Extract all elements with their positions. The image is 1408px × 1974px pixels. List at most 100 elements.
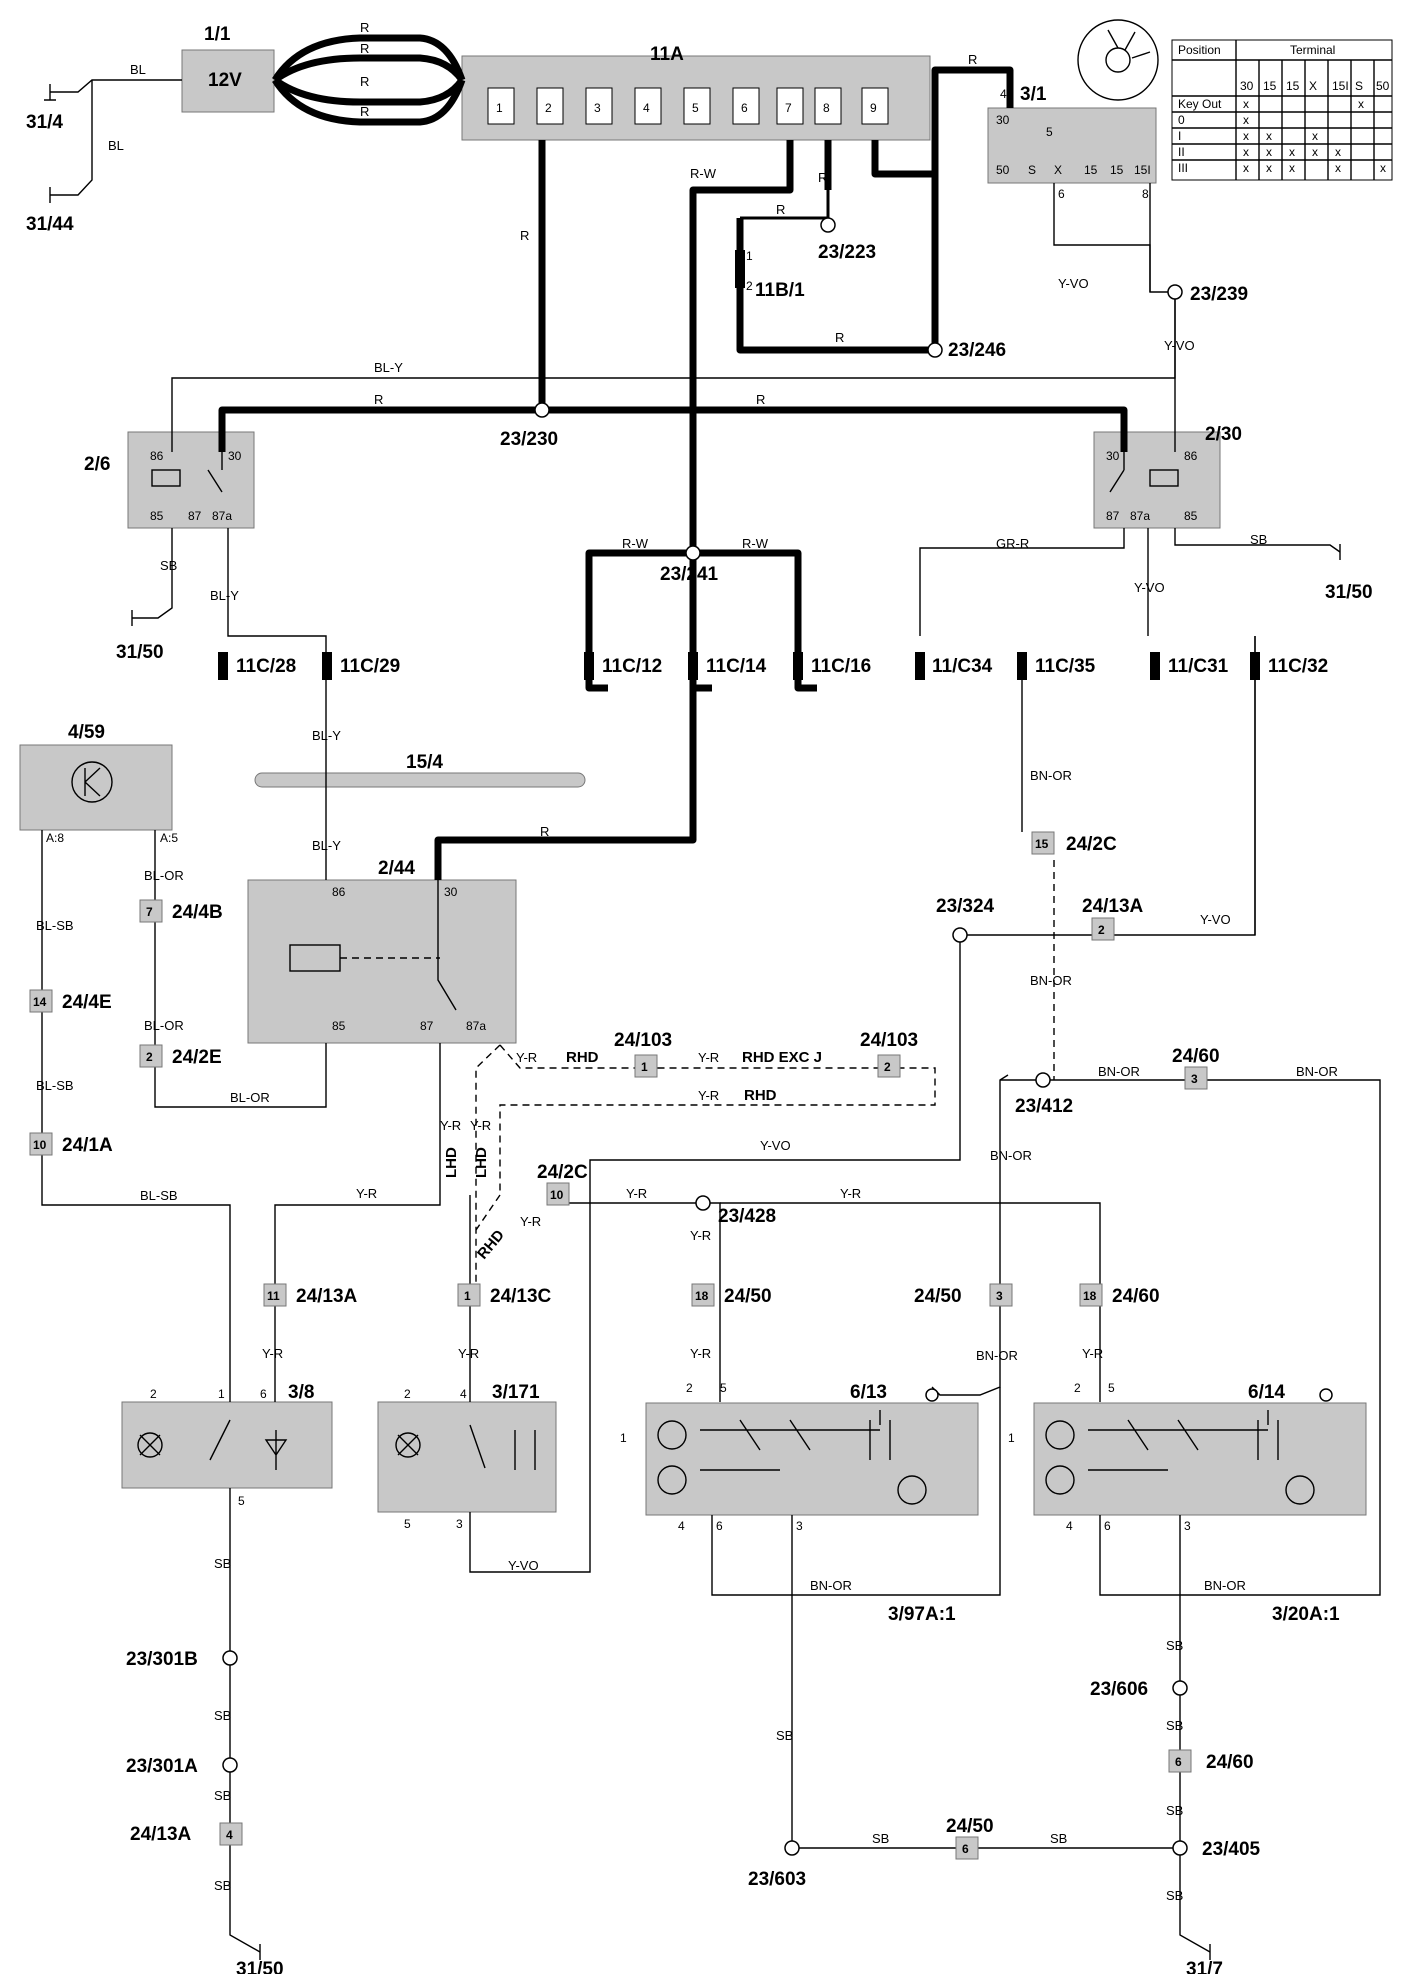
misc-pin-labels: A:8 A:5 1 2 1 1 2 2 5 5 4 6 3 4 6 3 2 1 … — [46, 249, 1191, 1533]
table-row-I: I — [1178, 129, 1181, 143]
switch-3-8-box — [121, 1401, 333, 1489]
pin-11B-1: 1 — [746, 249, 753, 263]
wire-label-RW-2: R-W — [622, 536, 649, 551]
wire-label-BNOR-6: BN-OR — [976, 1348, 1018, 1363]
table-mark: x — [1335, 161, 1341, 175]
ign-pin-5: 5 — [1046, 125, 1053, 139]
label-conn-24-13A-c: 24/13A — [130, 1824, 192, 1845]
table-mark: x — [1243, 161, 1249, 175]
note-rhd-exc-j: RHD EXC J — [742, 1049, 822, 1066]
table-mark: x — [1266, 145, 1272, 159]
relay-2-44-pin-87: 87 — [420, 1019, 434, 1033]
pin-6-14-4: 4 — [1066, 1519, 1073, 1533]
pin-6-14-3: 3 — [1184, 1519, 1191, 1533]
wire-label-BLY-1: BL-Y — [374, 360, 403, 375]
wire-label-R-9: R — [835, 330, 844, 345]
wire-label-BL-1: BL — [130, 62, 146, 77]
ground-symbols — [44, 84, 1341, 1960]
wire-label-SB-10: SB — [1166, 1638, 1183, 1653]
terminal-table-grid — [1171, 39, 1393, 181]
wire-label-BLY-3: BL-Y — [312, 728, 341, 743]
thin-wires — [41, 79, 1381, 1953]
label-ground-31-50-a: 31/50 — [116, 642, 164, 663]
label-splice-23-301A: 23/301A — [126, 1756, 198, 1777]
wire-label-BNOR-8: BN-OR — [1204, 1578, 1246, 1593]
label-module-4-59: 4/59 — [68, 722, 105, 743]
module-4-59-box — [19, 744, 173, 831]
wire-label-YVO-6: Y-VO — [508, 1558, 539, 1573]
label-fuse-11C-12: 11C/12 — [602, 656, 662, 677]
label-relay-2-30: 2/30 — [1205, 424, 1242, 445]
ign-pin-S: S — [1028, 163, 1036, 177]
connector-pin-boxes — [29, 831, 1208, 1860]
label-conn-24-4B: 24/4B — [172, 902, 223, 923]
wire-label-YR-11: Y-R — [458, 1346, 479, 1361]
wire-label-BNOR-4: BN-OR — [1296, 1064, 1338, 1079]
table-col-30: 30 — [1240, 79, 1254, 93]
relay-2-6-pin-30: 30 — [228, 449, 242, 463]
pin-6-13-5: 5 — [720, 1381, 727, 1395]
battery-box — [181, 49, 275, 113]
ign-pin-4: 4 — [1000, 87, 1007, 101]
relay-2-44-pin-87a: 87a — [466, 1019, 486, 1033]
table-mark: x — [1243, 129, 1249, 143]
wire-label-YR-4: Y-R — [356, 1186, 377, 1201]
pin-6-13-1: 1 — [620, 1431, 627, 1445]
pin-3-8-2: 2 — [150, 1387, 157, 1401]
ign-pin-15b: 15 — [1110, 163, 1124, 177]
ign-pin-X: X — [1054, 163, 1062, 177]
label-splice-23-223: 23/223 — [818, 242, 876, 263]
pin-24-13A-c: 4 — [226, 1828, 233, 1842]
connector-pin-numbers: 7 14 2 10 15 2 1 2 3 10 11 1 18 3 18 4 6… — [33, 837, 1198, 1856]
wire-label-SB-1: SB — [1250, 532, 1267, 547]
wire-label-YVO-4: Y-VO — [1200, 912, 1231, 927]
fuse-11A-2: 2 — [545, 101, 552, 115]
pin-24-4B: 7 — [146, 905, 153, 919]
pin-3-8-6: 6 — [260, 1387, 267, 1401]
ign-pin-15: 15 — [1084, 163, 1098, 177]
pin-6-14-5: 5 — [1108, 1381, 1115, 1395]
table-mark: x — [1358, 97, 1364, 111]
label-splice-23-241: 23/241 — [660, 564, 719, 585]
relay-2-30-pin-85: 85 — [1184, 509, 1198, 523]
motor-6-14-box — [1033, 1402, 1367, 1516]
label-splice-23-246: 23/246 — [948, 340, 1006, 361]
label-splice-23-239: 23/239 — [1190, 284, 1248, 305]
table-mark: x — [1312, 129, 1318, 143]
label-conn-24-50-a: 24/50 — [724, 1286, 772, 1307]
wire-label-BLOR-3: BL-OR — [230, 1090, 270, 1105]
wire-label-BLSB-2: BL-SB — [36, 1078, 74, 1093]
relay-2-30-pins: 30 86 85 87 87a — [1106, 449, 1198, 523]
wire-label-R-5: R — [968, 52, 977, 67]
pin-3-171-5: 5 — [404, 1517, 411, 1531]
label-battery-voltage: 12V — [208, 70, 242, 91]
label-splice-23-603: 23/603 — [748, 1869, 806, 1890]
wire-label-BLY-2: BL-Y — [210, 588, 239, 603]
fuse-11A-1: 1 — [496, 101, 503, 115]
wire-label-R-3: R — [360, 74, 369, 89]
table-mark: x — [1380, 161, 1386, 175]
relay-2-30-box — [1093, 431, 1221, 529]
wire-label-YVO-5: Y-VO — [760, 1138, 791, 1153]
wire-label-YVO-1: Y-VO — [1058, 276, 1089, 291]
pin-24-2E: 2 — [146, 1050, 153, 1064]
note-lhd-1: LHD — [443, 1147, 460, 1178]
relay-2-6-pin-86: 86 — [150, 449, 164, 463]
wire-label-YR-13: Y-R — [690, 1346, 711, 1361]
label-fuse-11C-14: 11C/14 — [706, 656, 767, 677]
pin-11B-2: 2 — [746, 279, 753, 293]
pin-24-13C: 1 — [464, 1289, 471, 1303]
wire-label-R-2: R — [360, 41, 369, 56]
wire-label-BNOR-2: BN-OR — [1030, 973, 1072, 988]
wire-label-YR-3: Y-R — [698, 1088, 719, 1103]
wire-label-SB-3: SB — [214, 1556, 231, 1571]
label-conn-24-60-b: 24/60 — [1112, 1286, 1160, 1307]
label-fuse-11C-28: 11C/28 — [236, 656, 296, 677]
fuse-11A-6: 6 — [741, 101, 748, 115]
splice-points — [222, 217, 1333, 1856]
relay-2-6-pin-87a: 87a — [212, 509, 232, 523]
wire-label-YR-2: Y-R — [698, 1050, 719, 1065]
wire-label-RW-3: R-W — [742, 536, 769, 551]
label-fuse-11C-32: 11C/32 — [1268, 656, 1328, 677]
table-mark: x — [1335, 145, 1341, 159]
